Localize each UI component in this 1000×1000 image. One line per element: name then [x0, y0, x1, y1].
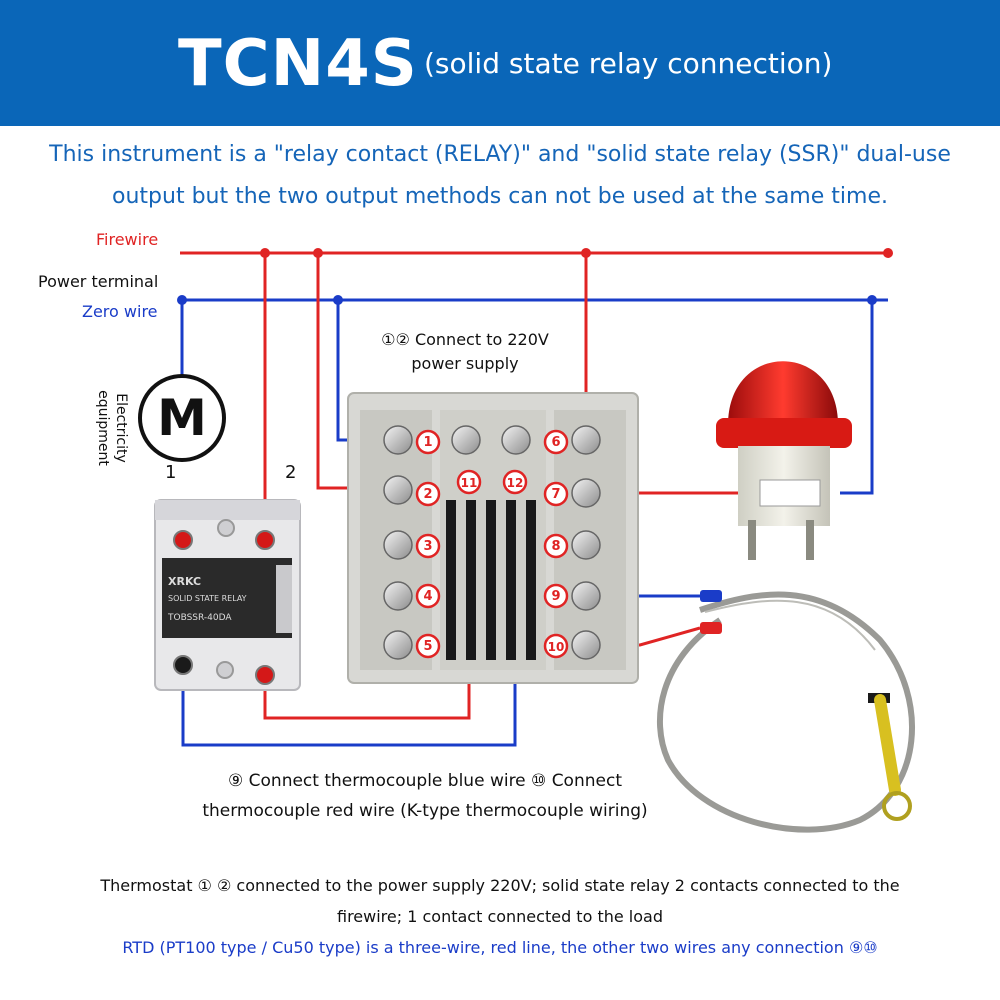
ssr-brand: XRKC: [168, 575, 202, 588]
power-connection-note: ①② Connect to 220V power supply: [360, 328, 570, 376]
warning-lamp: [716, 361, 852, 560]
ssr-model: TOBSSR-40DA: [168, 613, 232, 623]
firewire-label: Firewire: [96, 230, 159, 249]
note-line-1: Thermostat ① ② connected to the power su…: [100, 876, 900, 895]
page-subtitle: (solid state relay connection): [424, 47, 833, 80]
thermocouple-probe: [656, 590, 916, 833]
terminal-3: 3: [423, 539, 433, 554]
terminal-1: 1: [423, 435, 433, 450]
thermocouple-line-2: thermocouple red wire (K-type thermocoup…: [202, 801, 648, 821]
solid-state-relay: [154, 499, 301, 691]
zero-wire-label: Zero wire: [82, 302, 158, 321]
thermocouple-line-1: ⑨ Connect thermocouple blue wire ⑩ Conne…: [228, 771, 622, 791]
terminal-8: 8: [551, 539, 561, 554]
intro-line-1: This instrument is a "relay contact (REL…: [49, 142, 951, 167]
terminal-5: 5: [423, 639, 433, 654]
thermostat-body: [347, 392, 639, 684]
motor-circle: [138, 374, 226, 462]
terminal-10: 10: [547, 640, 565, 654]
terminal-7: 7: [551, 487, 561, 502]
intro-line-2: output but the two output methods can no…: [112, 184, 888, 209]
power-connection-line-2: power supply: [411, 354, 519, 373]
intro-text: This instrument is a "relay contact (REL…: [0, 134, 1000, 218]
note-line-3: RTD (PT100 type / Cu50 type) is a three-…: [122, 938, 878, 957]
ssr-contact-1-label: 1: [165, 462, 177, 483]
page-title: TCN4S: [178, 27, 418, 101]
header-banner: TCN4S (solid state relay connection): [0, 0, 1000, 126]
ssr-contact-2-label: 2: [285, 462, 297, 483]
terminal-2: 2: [423, 487, 433, 502]
ssr-name: SOLID STATE RELAY: [168, 594, 247, 603]
terminal-9: 9: [551, 589, 561, 604]
terminal-4: 4: [423, 589, 433, 604]
electricity-equipment-label: Electricity equipment: [95, 390, 129, 466]
terminal-6: 6: [551, 435, 561, 450]
note-line-2: firewire; 1 contact connected to the loa…: [336, 907, 663, 926]
terminal-11: 11: [460, 476, 478, 490]
zero-wire-to-lamp: [840, 300, 874, 495]
power-terminal-label: Power terminal: [38, 272, 159, 291]
power-connection-line-1: ①② Connect to 220V: [381, 330, 549, 349]
thermocouple-note: ⑨ Connect thermocouple blue wire ⑩ Conne…: [160, 766, 690, 826]
terminal-12: 12: [506, 476, 524, 490]
motor-symbol: M: [157, 389, 207, 447]
